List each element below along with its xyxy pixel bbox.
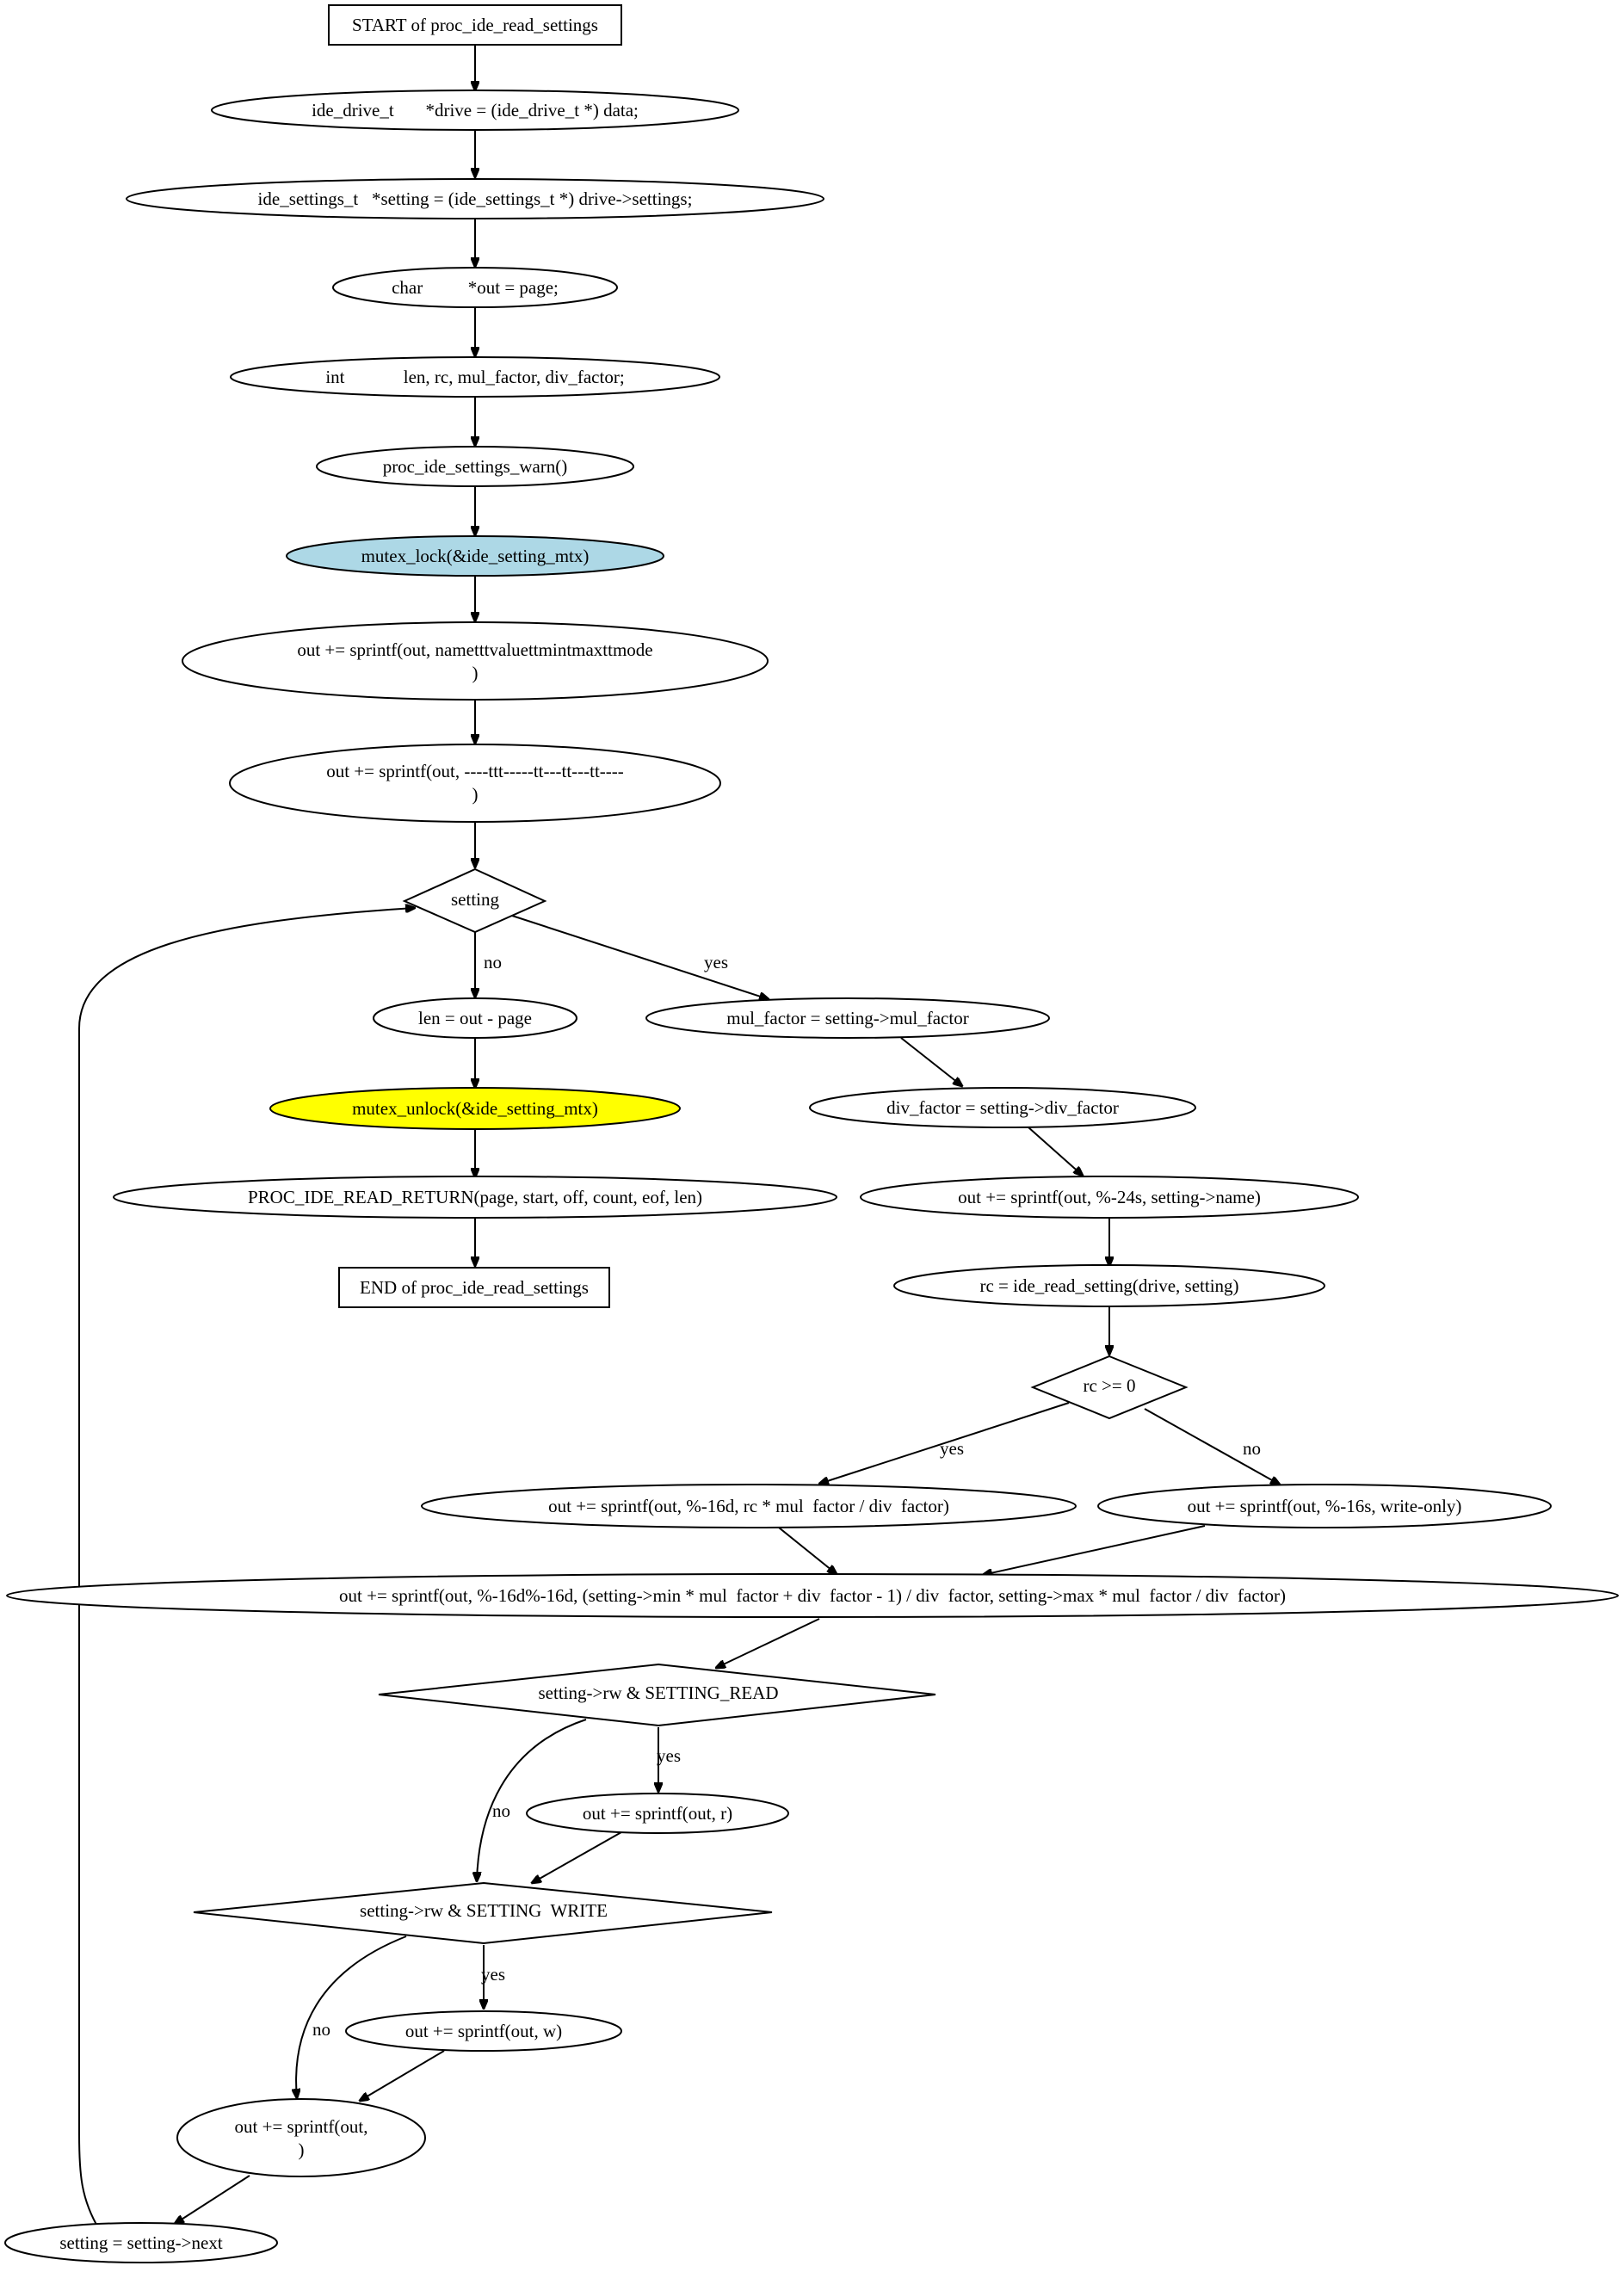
edges xyxy=(78,46,1280,2230)
sprintf-r-label: out += sprintf(out, r) xyxy=(583,1803,732,1824)
sprintf-w-node: out += sprintf(out, w) xyxy=(345,2010,622,2052)
sprintf-newline-node: out += sprintf(out, ) xyxy=(176,2098,426,2177)
edge-label-rc-yes: yes xyxy=(940,1438,964,1459)
len-assign-label: len = out - page xyxy=(418,1008,532,1028)
read-cond-label: setting->rw & SETTING_READ xyxy=(539,1682,779,1703)
edge-label-setting-no: no xyxy=(484,952,502,972)
edge-write-no xyxy=(296,1936,407,2098)
warn-call-label: proc_ide_settings_warn() xyxy=(383,456,568,477)
start-label: START of proc_ide_read_settings xyxy=(352,15,598,35)
sprintf-name-label: out += sprintf(out, %-24s, setting->name… xyxy=(958,1187,1261,1207)
setting-decl-label: ide_settings_t *setting = (ide_settings_… xyxy=(258,188,693,209)
mul-assign-node: mul_factor = setting->mul_factor xyxy=(645,997,1050,1039)
warn-call-node: proc_ide_settings_warn() xyxy=(316,446,634,487)
write-cond-label: setting->rw & SETTING WRITE xyxy=(360,1900,608,1921)
sprintf-dashes-label-line2: ) xyxy=(472,784,479,805)
edge-label-write-no: no xyxy=(312,2019,330,2040)
edge-value-to-minmax xyxy=(778,1527,837,1574)
mutex-lock-label: mutex_lock(&ide_setting_mtx) xyxy=(361,546,590,566)
edge-newline-to-next xyxy=(175,2175,250,2224)
drive-decl-label: ide_drive_t *drive = (ide_drive_t *) dat… xyxy=(312,100,639,120)
sprintf-w-label: out += sprintf(out, w) xyxy=(405,2021,562,2041)
sprintf-header-label-line2: ) xyxy=(472,663,479,683)
edge-read-no xyxy=(477,1719,587,1881)
sprintf-r-node: out += sprintf(out, r) xyxy=(526,1793,789,1834)
drive-decl-node: ide_drive_t *drive = (ide_drive_t *) dat… xyxy=(211,90,739,131)
edge-minmax-to-read-cond xyxy=(716,1618,820,1668)
start-node: START of proc_ide_read_settings xyxy=(328,4,622,46)
sprintf-writeonly-label: out += sprintf(out, %-16s, write-only) xyxy=(1188,1496,1462,1516)
edge-label-read-no: no xyxy=(492,1800,510,1821)
rc-assign-label: rc = ide_read_setting(drive, setting) xyxy=(979,1275,1238,1296)
write-cond-node: setting->rw & SETTING WRITE xyxy=(193,1881,773,1945)
div-assign-node: div_factor = setting->div_factor xyxy=(809,1087,1196,1128)
sprintf-value-label: out += sprintf(out, %-16d, rc * mul fact… xyxy=(548,1496,949,1516)
sprintf-dashes-label-line1: out += sprintf(out, ----ttt-----tt---tt-… xyxy=(326,761,624,781)
edge-rc-yes xyxy=(819,1402,1070,1484)
edge-w-to-newline xyxy=(360,2050,445,2101)
edge-mul-to-div xyxy=(900,1037,962,1086)
edge-div-to-name xyxy=(1028,1127,1083,1176)
int-decl-node: int len, rc, mul_factor, div_factor; xyxy=(230,356,720,398)
sprintf-writeonly-node: out += sprintf(out, %-16s, write-only) xyxy=(1097,1484,1552,1528)
next-assign-node: setting = setting->next xyxy=(4,2222,278,2263)
setting-decl-node: ide_settings_t *setting = (ide_settings_… xyxy=(126,178,824,219)
edge-setting-yes xyxy=(511,915,769,999)
edge-loop-back xyxy=(78,908,415,2230)
edge-r-to-write-cond xyxy=(532,1831,622,1883)
edge-label-rc-no: no xyxy=(1243,1438,1261,1459)
rc-cond-node: rc >= 0 xyxy=(1030,1355,1189,1420)
rc-assign-node: rc = ide_read_setting(drive, setting) xyxy=(893,1264,1325,1307)
out-decl-node: char *out = page; xyxy=(332,267,618,308)
end-label: END of proc_ide_read_settings xyxy=(360,1277,589,1298)
out-decl-label: char *out = page; xyxy=(392,277,559,298)
edge-rc-no xyxy=(1144,1408,1280,1485)
return-macro-node: PROC_IDE_READ_RETURN(page, start, off, c… xyxy=(113,1176,837,1219)
edge-labels: no yes yes no yes no yes no xyxy=(312,952,1261,2040)
sprintf-dashes-node: out += sprintf(out, ----ttt-----tt---tt-… xyxy=(229,744,721,823)
sprintf-name-node: out += sprintf(out, %-24s, setting->name… xyxy=(860,1176,1359,1219)
edge-label-write-yes: yes xyxy=(481,1964,505,1985)
sprintf-header-label-line1: out += sprintf(out, nametttvaluettmintma… xyxy=(297,639,652,660)
edge-label-read-yes: yes xyxy=(657,1745,681,1766)
nodes: START of proc_ide_read_settings ide_driv… xyxy=(4,4,1619,2263)
mutex-lock-node: mutex_lock(&ide_setting_mtx) xyxy=(286,535,664,577)
int-decl-label: int len, rc, mul_factor, div_factor; xyxy=(325,367,624,387)
next-assign-label: setting = setting->next xyxy=(59,2232,222,2253)
sprintf-header-node: out += sprintf(out, nametttvaluettmintma… xyxy=(182,621,769,701)
sprintf-newline-label-line2: ) xyxy=(299,2139,305,2160)
edge-label-setting-yes: yes xyxy=(704,952,728,972)
div-assign-label: div_factor = setting->div_factor xyxy=(886,1097,1119,1118)
return-macro-label: PROC_IDE_READ_RETURN(page, start, off, c… xyxy=(248,1187,702,1207)
mutex-unlock-node: mutex_unlock(&ide_setting_mtx) xyxy=(269,1087,681,1130)
sprintf-newline-label-line1: out += sprintf(out, xyxy=(235,2116,368,2137)
read-cond-node: setting->rw & SETTING_READ xyxy=(378,1663,936,1727)
edge-writeonly-to-minmax xyxy=(983,1525,1206,1575)
mul-assign-label: mul_factor = setting->mul_factor xyxy=(726,1008,968,1028)
end-node: END of proc_ide_read_settings xyxy=(338,1267,610,1308)
mutex-unlock-label: mutex_unlock(&ide_setting_mtx) xyxy=(352,1098,598,1119)
sprintf-value-node: out += sprintf(out, %-16d, rc * mul fact… xyxy=(421,1484,1077,1528)
setting-cond-label: setting xyxy=(451,889,499,910)
len-assign-node: len = out - page xyxy=(373,997,577,1039)
setting-cond-node: setting xyxy=(402,867,547,934)
rc-cond-label: rc >= 0 xyxy=(1083,1375,1135,1396)
sprintf-minmax-node: out += sprintf(out, %-16d%-16d, (setting… xyxy=(6,1573,1619,1618)
sprintf-minmax-label: out += sprintf(out, %-16d%-16d, (setting… xyxy=(339,1585,1286,1606)
